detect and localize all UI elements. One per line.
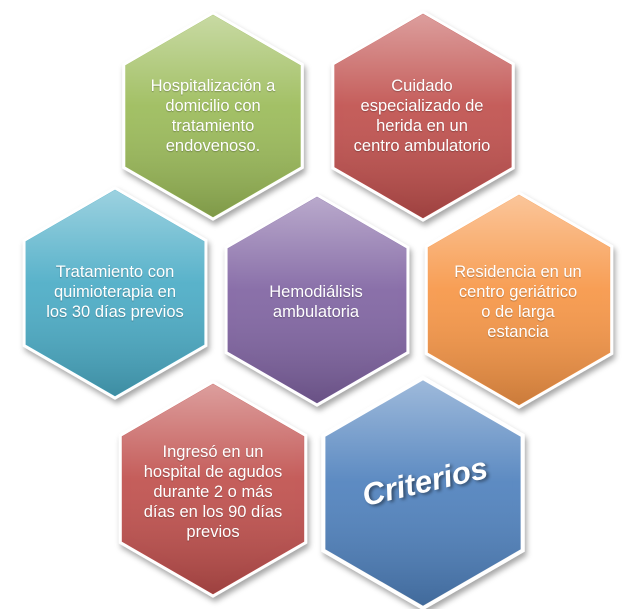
hexagon-hospitalizacion-shine xyxy=(125,15,301,217)
hexagon-residencia-shine xyxy=(428,195,610,405)
hexagon-hemodialisis-shine xyxy=(227,197,407,403)
hexagon-ingreso-shine xyxy=(122,384,304,594)
hexagon-cuidado xyxy=(331,10,515,222)
hexagon-criterios xyxy=(321,375,525,609)
hexagon-quimio-shine xyxy=(25,190,205,396)
hexagon-cuidado-shine xyxy=(334,14,512,218)
hexagon-residencia xyxy=(424,191,614,409)
hexagon-hemodialisis xyxy=(224,193,410,407)
hexagon-hospitalizacion xyxy=(122,11,304,221)
hexagon-quimio xyxy=(22,186,208,400)
hexagon-criterios-shine xyxy=(325,380,521,606)
hexagon-ingreso xyxy=(118,380,308,598)
